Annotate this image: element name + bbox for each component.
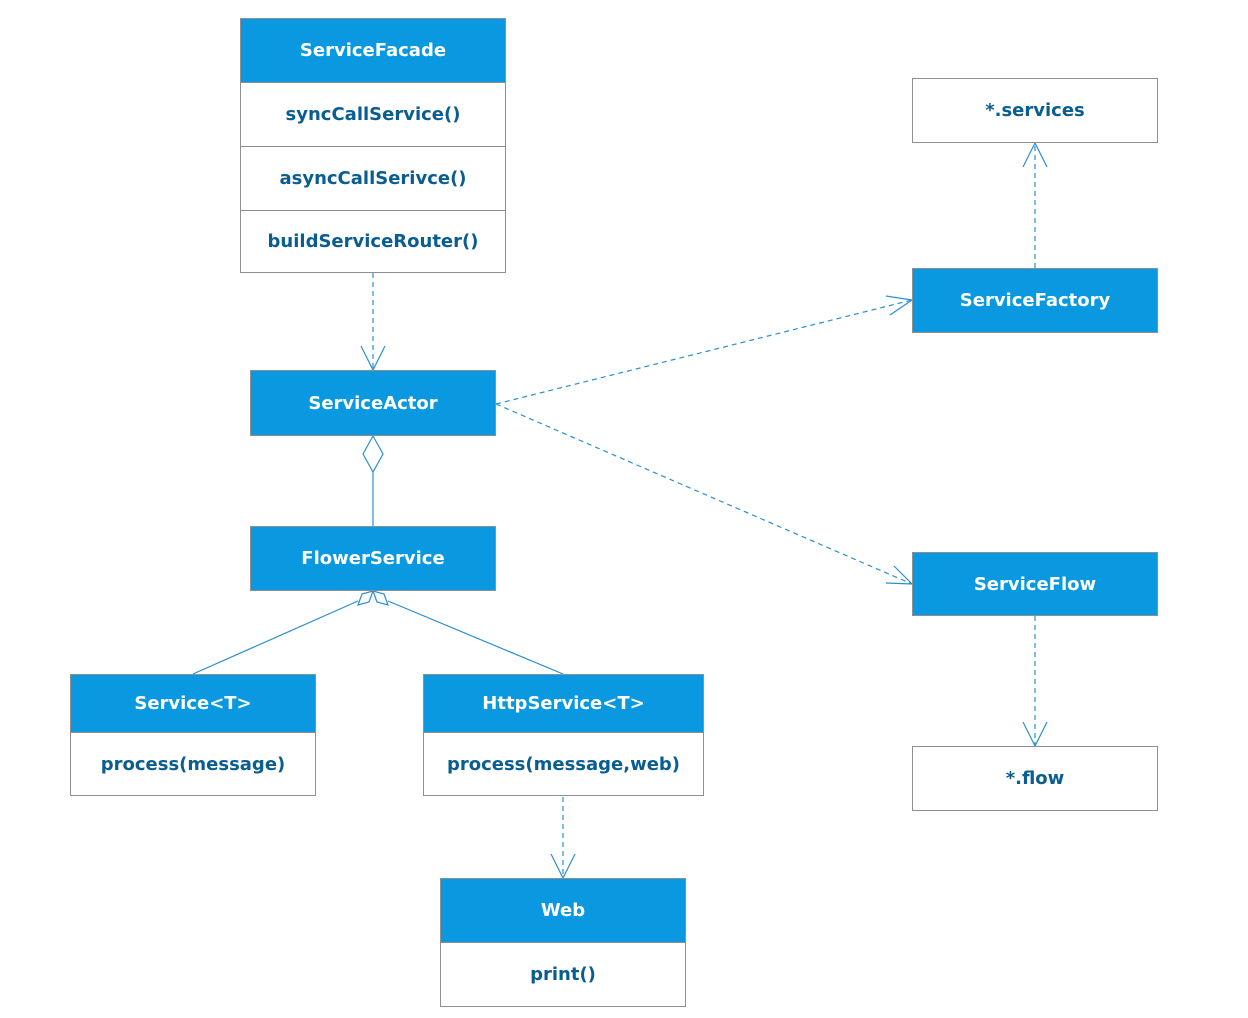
class-serviceactor-name: ServiceActor	[250, 370, 496, 436]
class-servicefacade-name: ServiceFacade	[240, 18, 506, 83]
method-buildservicerouter: buildServiceRouter()	[240, 211, 506, 273]
method-asynccallserivce: asyncCallSerivce()	[240, 147, 506, 211]
edge-flowerservice-aggregation-serviceactor	[362, 434, 384, 526]
class-web-name: Web	[440, 878, 686, 943]
package-flow-name: *.flow	[912, 746, 1158, 811]
edge-httpservice-to-web	[550, 797, 576, 880]
class-servicefactory-name: ServiceFactory	[912, 268, 1158, 333]
class-httpservice-t-name: HttpService<T>	[423, 674, 704, 733]
edge-servicefactory-to-services	[1022, 141, 1048, 268]
edge-serviceactor-to-serviceflow	[495, 403, 914, 585]
package-services[interactable]: *.services	[912, 78, 1158, 143]
class-service-t[interactable]: Service<T> process(message)	[70, 674, 316, 796]
class-serviceflow[interactable]: ServiceFlow	[912, 552, 1158, 616]
class-serviceflow-name: ServiceFlow	[912, 552, 1158, 616]
class-servicefactory[interactable]: ServiceFactory	[912, 268, 1158, 333]
package-flow[interactable]: *.flow	[912, 746, 1158, 811]
method-print: print()	[440, 943, 686, 1007]
method-process-message: process(message)	[70, 733, 316, 796]
class-web[interactable]: Web print()	[440, 878, 686, 1007]
edge-servicefacade-to-serviceactor	[360, 273, 386, 372]
edge-serviceflow-to-flow	[1022, 616, 1048, 748]
edge-httpservice-aggregation-flowerservice	[372, 590, 564, 675]
edge-service-aggregation-flowerservice	[192, 590, 374, 675]
method-synccallservice: syncCallService()	[240, 83, 506, 147]
package-services-name: *.services	[912, 78, 1158, 143]
class-flowerservice-name: FlowerService	[250, 526, 496, 591]
class-servicefacade[interactable]: ServiceFacade syncCallService() asyncCal…	[240, 18, 506, 273]
class-service-t-name: Service<T>	[70, 674, 316, 733]
class-flowerservice[interactable]: FlowerService	[250, 526, 496, 591]
class-httpservice-t[interactable]: HttpService<T> process(message,web)	[423, 674, 704, 796]
edge-serviceactor-to-servicefactory	[495, 295, 914, 405]
method-process-message-web: process(message,web)	[423, 733, 704, 796]
class-serviceactor[interactable]: ServiceActor	[250, 370, 496, 436]
